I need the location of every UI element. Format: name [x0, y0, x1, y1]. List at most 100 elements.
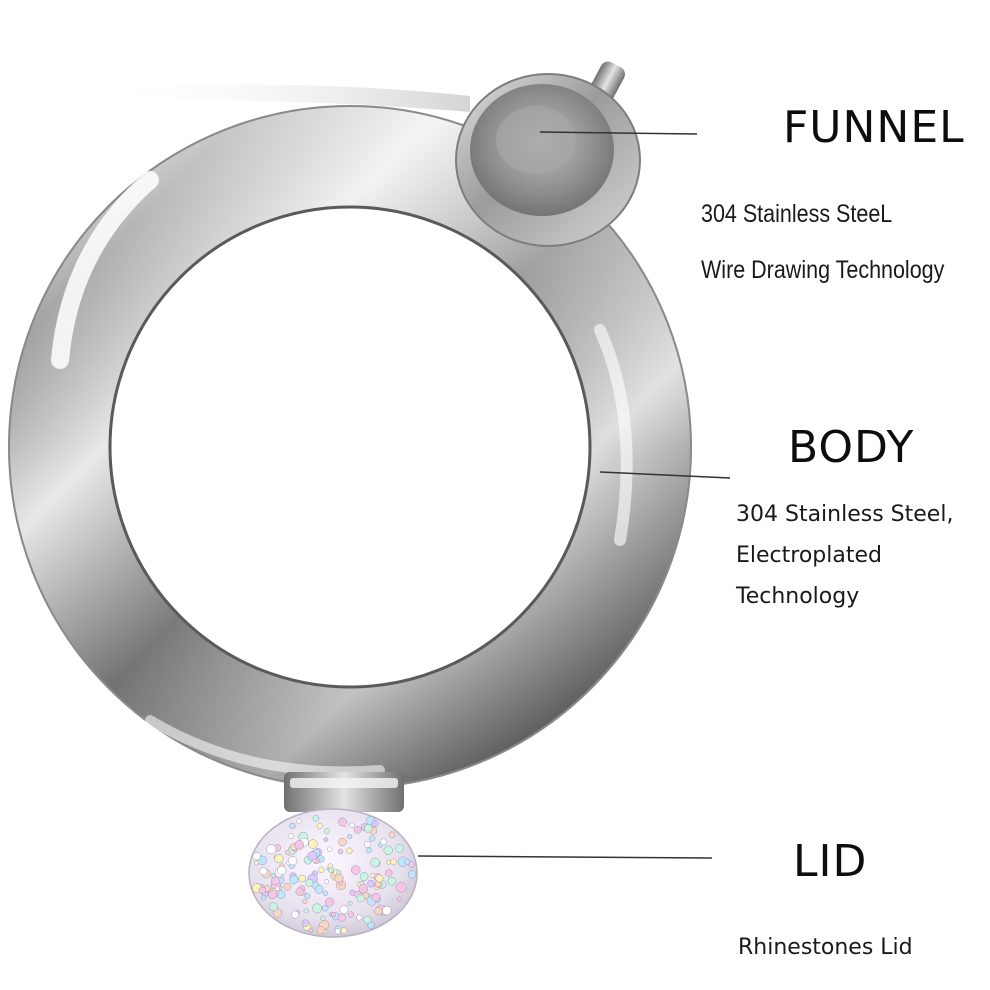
rhinestone: [323, 837, 329, 842]
rhinestone: [385, 869, 393, 877]
rhinestone: [260, 894, 267, 901]
rhinestone: [283, 882, 292, 891]
rhinestone: [325, 897, 335, 907]
rhinestone: [367, 921, 375, 929]
rhinestone: [328, 867, 334, 874]
body-desc-line-3: Technology: [736, 584, 860, 609]
rhinestone: [395, 843, 404, 853]
rhinestone: [383, 845, 393, 855]
rhinestone: [301, 919, 310, 927]
lid-desc-line-1: Rhinestones Lid: [738, 935, 913, 960]
rhinestone: [320, 915, 326, 921]
funnel-part: [455, 61, 641, 247]
rhinestone: [271, 876, 280, 886]
rhinestone: [321, 904, 329, 912]
rhinestone: [390, 858, 397, 866]
rhinestone: [375, 874, 384, 883]
rhinestone: [312, 815, 320, 822]
body-description: 304 Stainless Steel, Electroplated Techn…: [736, 494, 953, 617]
funnel-heading: FUNNEL: [783, 102, 965, 153]
rhinestone: [316, 823, 323, 830]
rhinestone: [275, 886, 280, 891]
rhinestone: [276, 890, 286, 899]
rhinestone: [277, 865, 287, 876]
rhinestone: [369, 872, 376, 879]
funnel-desc-line-2: Wire Drawing Technology: [701, 256, 945, 284]
rhinestone: [305, 878, 314, 887]
rhinestone: [288, 856, 298, 866]
rhinestone: [253, 860, 260, 866]
rhinestone-lid: [248, 808, 418, 938]
rhinestone: [331, 912, 337, 918]
rhinestone: [288, 823, 295, 830]
rhinestone: [407, 870, 417, 879]
rhinestone: [303, 908, 309, 914]
rhinestone: [295, 887, 304, 896]
rhinestone: [340, 927, 348, 935]
rhinestone: [298, 874, 306, 883]
rhinestone: [339, 905, 349, 915]
rhinestone: [349, 889, 356, 896]
rhinestone: [322, 890, 329, 896]
rhinestone: [252, 852, 261, 861]
body-desc-line-1: 304 Stainless Steel,: [736, 502, 954, 527]
rhinestone: [363, 915, 372, 924]
rhinestone: [396, 896, 402, 902]
rhinestone: [259, 867, 268, 876]
rhinestone: [312, 903, 323, 914]
lid-neck: [284, 772, 404, 812]
rhinestone: [258, 886, 266, 894]
rhinestone: [302, 899, 308, 904]
rhinestone: [318, 866, 325, 874]
rhinestone: [289, 875, 299, 885]
rhinestone: [396, 882, 407, 893]
rhinestone: [347, 834, 353, 840]
rhinestone: [347, 911, 355, 918]
rhinestone: [307, 851, 318, 861]
rhinestone: [369, 835, 376, 842]
rhinestone: [346, 847, 353, 855]
rhinestone: [268, 902, 278, 912]
rhinestone: [363, 824, 373, 833]
rhinestone: [387, 876, 397, 886]
rhinestone: [326, 846, 333, 852]
rhinestone: [374, 907, 383, 916]
lid-heading: LID: [793, 836, 868, 887]
body-desc-line-2: Electroplated: [736, 543, 882, 568]
rhinestone: [371, 892, 381, 902]
rhinestone: [287, 833, 294, 840]
rhinestone: [404, 858, 411, 865]
rhinestone: [323, 828, 330, 835]
rhinestone: [349, 822, 355, 828]
rhinestone: [367, 879, 375, 888]
rhinestone: [338, 837, 347, 847]
ring-body: [7, 105, 692, 789]
funnel-leader-line: [539, 131, 698, 135]
rhinestone: [370, 857, 380, 868]
rhinestone: [316, 925, 325, 935]
rhinestone: [291, 910, 300, 919]
rhinestone: [274, 854, 284, 864]
rhinestone: [364, 840, 372, 848]
rhinestone: [338, 817, 347, 827]
rhinestone: [388, 831, 396, 839]
rhinestone: [334, 928, 341, 935]
rhinestone: [314, 885, 324, 894]
rhinestone: [353, 825, 362, 834]
motion-swoosh: [100, 84, 470, 112]
rhinestone: [266, 844, 277, 855]
rhinestone: [294, 840, 305, 850]
body-leader-line: [599, 471, 731, 479]
lid-leader-line: [417, 855, 713, 859]
rhinestone: [337, 913, 346, 922]
body-heading: BODY: [788, 422, 915, 473]
rhinestone: [382, 905, 392, 916]
rhinestone: [386, 859, 391, 865]
rhinestone: [284, 849, 290, 856]
rhinestone: [347, 901, 353, 906]
rhinestone: [356, 914, 363, 921]
rhinestone: [304, 893, 311, 900]
funnel-desc-line-1: 304 Stainless SteeL: [701, 200, 893, 228]
rhinestone: [365, 847, 372, 854]
